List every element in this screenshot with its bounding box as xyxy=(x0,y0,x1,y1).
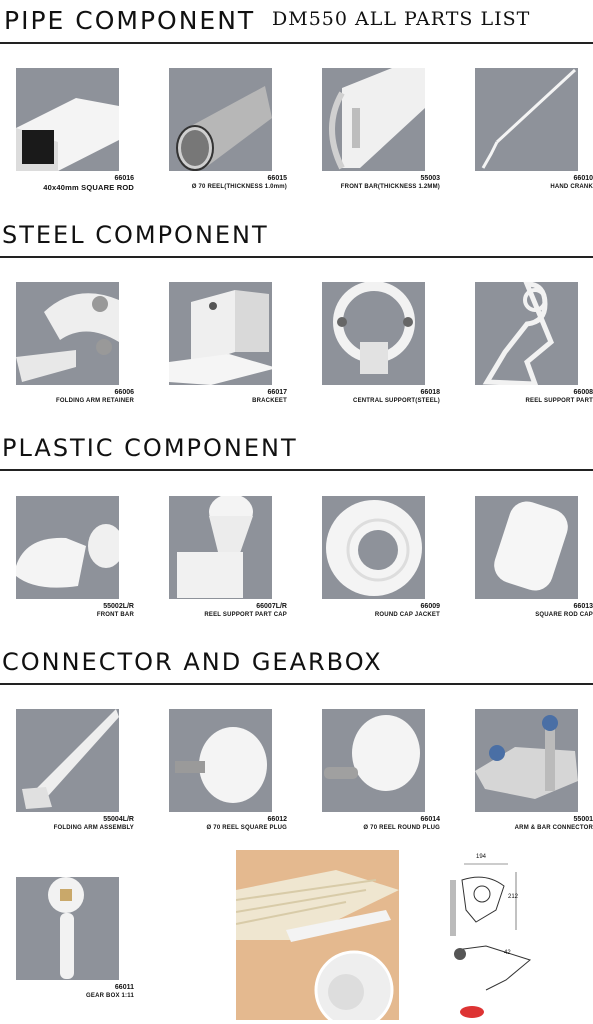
bracket-icon xyxy=(169,282,272,385)
part-code: 55001 xyxy=(573,816,593,823)
part-code: 66018 xyxy=(420,389,440,396)
round-cap-jacket-icon xyxy=(322,496,425,599)
part-name: REEL SUPPORT PART CAP xyxy=(204,612,287,618)
part-name: ARM & BAR CONNECTOR xyxy=(514,825,593,831)
part-name: REEL SUPPORT PART xyxy=(525,398,593,404)
divider xyxy=(0,683,593,685)
part-code: 66006 xyxy=(114,389,134,396)
part-code: 66012 xyxy=(267,816,287,823)
part-name: GEAR BOX 1:11 xyxy=(86,993,134,999)
part-name: SQUARE ROD CAP xyxy=(535,612,593,618)
hand-crank-icon xyxy=(475,68,578,171)
divider xyxy=(0,469,593,471)
section-title-pipe: PIPE COMPONENT xyxy=(4,6,256,35)
part-code: 66017 xyxy=(267,389,287,396)
header: PIPE COMPONENT DM550 ALL PARTS LIST xyxy=(0,0,593,44)
square-rod-icon xyxy=(16,68,119,171)
reel-support-cap-icon xyxy=(169,496,272,599)
reel-support-icon xyxy=(475,282,578,385)
front-bar-profile-icon xyxy=(322,68,425,171)
divider xyxy=(0,42,593,44)
folding-arm-icon xyxy=(16,709,119,812)
part-name: Ø 70 REEL(THICKNESS 1.0mm) xyxy=(191,184,287,190)
document-title: DM550 ALL PARTS LIST xyxy=(272,8,531,30)
part-code: 66011 xyxy=(114,984,134,991)
part-code: 66007L/R xyxy=(256,603,287,610)
part-name: ROUND CAP JACKET xyxy=(374,612,440,618)
installed-awning-photo xyxy=(236,850,399,1020)
reel-tube-icon xyxy=(169,68,272,171)
dimension-width: 194 xyxy=(476,854,487,860)
square-rod-cap-icon xyxy=(475,496,578,599)
part-name: 40x40mm SQUARE ROD xyxy=(43,183,134,192)
round-plug-icon xyxy=(322,709,425,812)
square-plug-icon xyxy=(169,709,272,812)
section-title-connector: CONNECTOR AND GEARBOX xyxy=(2,648,383,676)
technical-drawing: 194 212 42 xyxy=(446,850,546,1020)
arm-retainer-icon xyxy=(16,282,119,385)
front-bar-cap-icon xyxy=(16,496,119,599)
part-code: 66008 xyxy=(573,389,593,396)
part-name: FOLDING ARM RETAINER xyxy=(56,398,134,404)
part-code: 66015 xyxy=(267,175,287,182)
central-support-icon xyxy=(322,282,425,385)
part-code: 55003 xyxy=(420,175,440,182)
gearbox-icon xyxy=(16,877,119,980)
part-code: 66009 xyxy=(420,603,440,610)
dimension-arm: 42 xyxy=(504,950,511,956)
part-name: FRONT BAR xyxy=(96,612,134,618)
part-name: BRACKEET xyxy=(252,398,287,404)
part-name: FOLDING ARM ASSEMBLY xyxy=(53,825,134,831)
part-name: Ø 70 REEL SQUARE PLUG xyxy=(206,825,287,831)
part-code: 55004L/R xyxy=(103,816,134,823)
part-name: Ø 70 REEL ROUND PLUG xyxy=(363,825,440,831)
dimension-height: 212 xyxy=(508,894,519,900)
part-name: CENTRAL SUPPORT(STEEL) xyxy=(353,398,440,404)
part-code: 55002L/R xyxy=(103,603,134,610)
part-code: 66016 xyxy=(114,175,134,182)
part-code: 66010 xyxy=(573,175,593,182)
part-code: 66014 xyxy=(420,816,440,823)
part-name: FRONT BAR(THICKNESS 1.2MM) xyxy=(340,184,440,190)
section-title-plastic: PLASTIC COMPONENT xyxy=(2,434,298,462)
arm-bar-connector-icon xyxy=(475,709,578,812)
part-name: HAND CRANK xyxy=(550,184,593,190)
part-code: 66013 xyxy=(573,603,593,610)
section-title-steel: STEEL COMPONENT xyxy=(2,221,269,249)
divider xyxy=(0,256,593,258)
